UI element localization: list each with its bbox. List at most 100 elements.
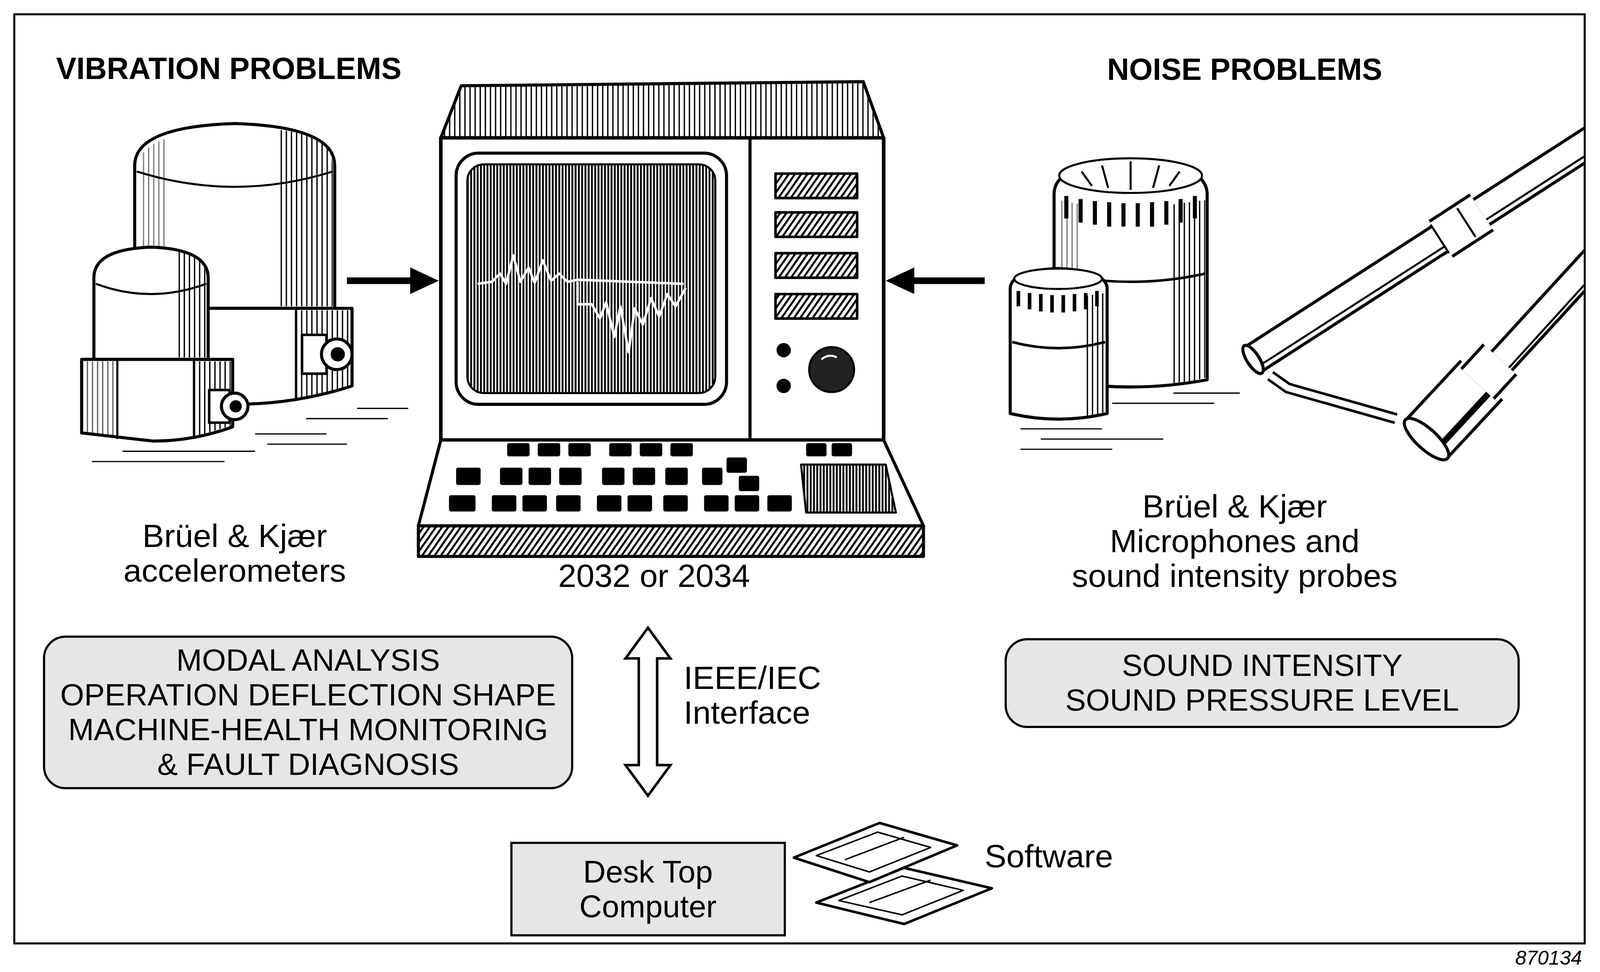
analyzer-drawing — [738, 475, 759, 491]
software-sheets — [844, 837, 904, 860]
instrument-caption: 2032 or 2034 — [502, 558, 806, 593]
analyzer-drawing — [491, 495, 516, 512]
analyzer-drawing — [767, 495, 792, 512]
column-heading: NOISE PROBLEMS — [1107, 54, 1383, 85]
arrow-shaft — [911, 277, 985, 284]
double-arrow-outline — [625, 627, 671, 796]
analyzer-drawing — [467, 164, 716, 394]
accelerometer-drawing — [229, 400, 242, 413]
intensity-probe-drawing — [1270, 375, 1396, 419]
edge-label-anchor: IEEE/IEC Interface — [683, 660, 840, 730]
software-sheets — [838, 875, 964, 915]
analyzer-drawing — [801, 464, 897, 513]
accelerometer-drawing — [221, 392, 248, 420]
accelerometer-drawing — [321, 338, 353, 370]
microphone-drawing — [1014, 268, 1102, 290]
frame — [14, 14, 1585, 943]
analyzer-drawing — [775, 173, 858, 198]
signal-arrow — [346, 267, 439, 294]
intensity-probe-drawing — [1270, 375, 1396, 419]
intensity-probe-drawing — [1438, 389, 1492, 447]
rounded-box: MODAL ANALYSISOPERATION DEFLECTION SHAPE… — [42, 635, 574, 789]
analyzer-drawing — [440, 81, 884, 138]
software-sheets — [869, 879, 931, 903]
accelerometer-drawing — [93, 246, 208, 360]
software-sheets — [816, 867, 992, 924]
software-sheets — [793, 822, 957, 882]
analyzer-drawing — [627, 495, 652, 512]
accelerometer-drawing — [277, 129, 333, 307]
instrument-caption: Brüel & Kjær accelerometers — [113, 518, 357, 588]
analyzer-drawing — [559, 467, 582, 485]
intensity-probe-drawing — [1477, 359, 1501, 384]
microphone-drawing — [1012, 341, 1106, 349]
analyzer-drawing — [418, 525, 924, 557]
accelerometer-drawing — [81, 123, 408, 462]
analyzer-drawing — [665, 467, 688, 485]
analyzer-drawing — [809, 347, 855, 392]
analyzer-drawing — [556, 495, 581, 512]
microphone-drawing — [1059, 158, 1203, 194]
analyzer-drawing — [418, 81, 924, 557]
intensity-probe-drawing — [1398, 412, 1455, 467]
accelerometer-drawing — [175, 251, 207, 358]
arrow-head — [885, 267, 915, 294]
analyzer-drawing — [456, 467, 481, 485]
analyzer-drawing — [831, 443, 852, 457]
analyzer-drawing — [775, 293, 858, 319]
intensity-probe-drawing — [1238, 342, 1267, 377]
box-text: OPERATION DEFLECTION SHAPE — [59, 677, 557, 713]
analyzer-drawing — [597, 495, 622, 512]
microphone-drawing — [1083, 292, 1105, 419]
box-text: MODAL ANALYSIS — [59, 642, 557, 678]
box-text: SOUND INTENSITY — [1064, 647, 1460, 683]
analyzer-drawing — [601, 467, 625, 485]
instrument-group: Brüel & Kjær Microphones and sound inten… — [984, 132, 1585, 603]
analyzer-drawing — [456, 153, 727, 405]
arrow-head — [410, 267, 439, 294]
figure-number: 870134 — [1515, 947, 1583, 968]
analyzer-drawing — [418, 440, 924, 526]
analyzer-drawing — [639, 443, 663, 457]
interface-label: IEEE/IEC Interface — [683, 660, 840, 730]
analyzer-drawing — [528, 467, 552, 485]
software-sheets — [816, 831, 931, 872]
analyzer-drawing — [703, 495, 729, 512]
analyzer-drawing — [748, 137, 752, 441]
analyzer-drawing — [499, 467, 523, 485]
analyzer-drawing — [568, 443, 592, 457]
analyzer-drawing — [440, 137, 884, 441]
computer-box: Desk Top Computer — [510, 841, 786, 937]
microphone-drawing — [1010, 268, 1108, 420]
intensity-probe-drawing — [1430, 208, 1476, 253]
analyzer-drawing — [449, 495, 476, 512]
label-anchor: VIBRATION PROBLEMS — [55, 53, 402, 84]
accelerometer-drawing — [81, 359, 233, 441]
instrument-caption: Brüel & Kjær Microphones and sound inten… — [1067, 488, 1402, 593]
analyzer-drawing — [734, 495, 759, 512]
box-text: Desk Top Computer — [561, 854, 736, 924]
software-sheets — [793, 822, 992, 924]
intensity-probe-drawing — [1477, 359, 1501, 384]
intensity-probe-drawing — [1238, 127, 1584, 466]
accelerometer-drawing — [95, 283, 207, 295]
label-anchor: 870134 — [1515, 947, 1583, 968]
microphone-drawing — [1066, 196, 1195, 227]
microphone-drawing — [1173, 200, 1206, 386]
analyzer-drawing — [821, 355, 837, 359]
analyzer-drawing — [449, 443, 853, 512]
analyzer-drawing — [507, 443, 530, 457]
signal-arrow — [885, 267, 985, 294]
label-anchor: NOISE PROBLEMS — [1107, 54, 1383, 85]
accelerometer-drawing — [330, 347, 345, 362]
column-heading: VIBRATION PROBLEMS — [55, 53, 402, 84]
analyzer-drawing — [702, 467, 723, 485]
accelerometer-drawing — [91, 408, 409, 462]
analyzer-drawing — [726, 457, 747, 473]
analyzer-drawing — [663, 495, 688, 512]
box-text: MACHINE-HEALTH MONITORING & FAULT DIAGNO… — [59, 712, 557, 782]
analyzer-drawing — [806, 443, 827, 457]
analyzer-drawing — [609, 443, 632, 457]
